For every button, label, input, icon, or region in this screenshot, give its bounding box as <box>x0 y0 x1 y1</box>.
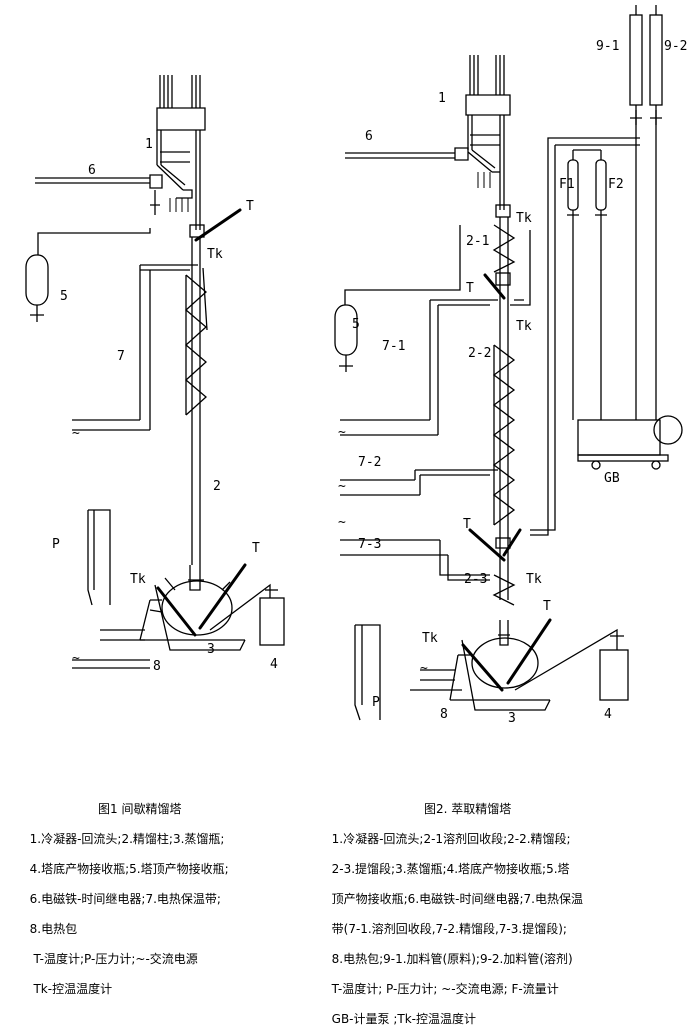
fig2-label-7-2: 7-2 <box>358 455 381 470</box>
fig2-label-7-1: 7-1 <box>382 339 405 354</box>
fig2-thermometer-1 <box>483 273 506 300</box>
fig2-heating-bands <box>340 299 498 581</box>
fig2-label-ac3: ~ <box>338 515 346 530</box>
fig2-label-3: 3 <box>508 711 516 726</box>
fig1-label-6: 6 <box>88 163 96 178</box>
fig1-label-T-bot: T <box>252 541 260 556</box>
fig2-label-9-2: 9-2 <box>664 39 687 54</box>
fig1-caption-line: 4.塔底产物接收瓶;5.塔顶产物接收瓶; <box>29 862 229 876</box>
fig1-caption-line: Tk-控温温度计 <box>29 982 113 996</box>
fig2-caption: 图2. 萃取精馏塔 1.冷凝器-回流头;2-1溶剂回收段;2-2.精馏段; 2-… <box>324 772 694 1027</box>
fig2-condenser <box>454 55 511 210</box>
fig2-feed-tubes <box>629 5 663 420</box>
fig1-thermometer-top <box>194 208 242 242</box>
fig2-label-2-1: 2-1 <box>466 234 489 249</box>
fig1-receiver-4 <box>209 583 285 646</box>
fig2-receiver-5 <box>334 225 461 372</box>
fig1-label-ac2: ~ <box>72 651 80 666</box>
fig1-label-5: 5 <box>60 289 68 304</box>
fig2-label-ac4: ~ <box>420 661 428 676</box>
fig2-pressure-gauge <box>354 624 381 721</box>
fig1-condenser <box>149 75 206 230</box>
fig2-label-F2: F2 <box>608 177 624 192</box>
fig1-receiver-5 <box>25 228 151 322</box>
fig2-label-Tk3: Tk <box>526 572 542 587</box>
fig2-thermometer-2 <box>468 528 506 562</box>
fig1-label-P: P <box>52 537 60 552</box>
fig1-label-4: 4 <box>270 657 278 672</box>
fig1-label-T-top: T <box>246 199 254 214</box>
fig1-label-2: 2 <box>213 479 221 494</box>
fig1-label-7: 7 <box>117 349 125 364</box>
fig1-thermometer-bottom <box>198 563 247 630</box>
fig2-label-5: 5 <box>352 317 360 332</box>
fig2-thermometer-3 <box>506 618 552 685</box>
fig1-caption-line: 6.电磁铁-时间继电器;7.电热保温带; <box>29 892 221 906</box>
fig2-caption-line: 8.电热包;9-1.加料管(原料);9-2.加料管(溶剂) <box>331 952 573 966</box>
fig2-label-T1: T <box>466 281 474 296</box>
fig2-receiver-4 <box>514 628 629 701</box>
fig2-label-2-2: 2-2 <box>468 346 491 361</box>
fig2-label-2-3: 2-3 <box>464 572 487 587</box>
fig1-heating-band <box>72 264 198 431</box>
fig1-apparatus: 1 6 T Tk 5 7 ~ 2 P T Tk ~ 8 3 4 <box>25 75 285 674</box>
fig2-caption-line: 顶产物接收瓶;6.电磁铁-时间继电器;7.电热保温 <box>331 892 583 906</box>
fig2-label-8: 8 <box>440 707 448 722</box>
fig2-caption-title: 图2. 萃取精馏塔 <box>424 802 512 816</box>
fig2-label-ac2: ~ <box>338 479 346 494</box>
fig2-magnet-wire <box>345 152 455 159</box>
fig1-label-Tk-top: Tk <box>207 247 223 262</box>
fig2-label-1: 1 <box>438 91 446 106</box>
fig2-caption-line: GB-计量泵 ;Tk-控温温度计 <box>331 1012 476 1026</box>
fig2-caption-line: T-温度计; P-压力计; ~-交流电源; F-流量计 <box>331 982 559 996</box>
fig1-flask <box>139 565 246 651</box>
fig2-caption-line: 带(7-1.溶剂回收段,7-2.精馏段,7-3.提馏段); <box>331 922 567 936</box>
fig2-label-T3: T <box>543 599 551 614</box>
fig2-label-GB: GB <box>604 471 620 486</box>
fig2-apparatus: 1 6 9-1 9-2 F1 F2 Tk 2-1 T 5 Tk 7-1 2-2 … <box>334 5 687 726</box>
fig2-label-ac1: ~ <box>338 425 346 440</box>
fig1-column <box>185 224 207 565</box>
fig1-caption-line: T-温度计;P-压力计;~-交流电源 <box>29 952 198 966</box>
fig2-label-Tk1: Tk <box>516 211 532 226</box>
fig2-pump <box>577 415 683 470</box>
fig2-label-T2: T <box>463 517 471 532</box>
fig2-caption-line: 2-3.提馏段;3.蒸馏瓶;4.塔底产物接收瓶;5.塔 <box>331 862 570 876</box>
fig1-caption-title: 图1 间歇精馏塔 <box>98 802 182 816</box>
fig2-label-Tk2: Tk <box>516 319 532 334</box>
distillation-diagrams: 1 6 T Tk 5 7 ~ 2 P T Tk ~ 8 3 4 <box>25 5 687 726</box>
fig2-column <box>492 204 516 606</box>
fig1-label-ac1: ~ <box>72 426 80 441</box>
fig1-caption-line: 8.电热包 <box>29 922 78 936</box>
fig1-label-8: 8 <box>153 659 161 674</box>
fig2-label-4: 4 <box>604 707 612 722</box>
fig1-caption: 图1 间歇精馏塔 1.冷凝器-回流头;2.精馏柱;3.蒸馏瓶; 4.塔底产物接收… <box>22 772 322 997</box>
fig2-label-7-3: 7-3 <box>358 537 381 552</box>
fig2-label-9-1: 9-1 <box>596 39 619 54</box>
fig2-caption-line: 1.冷凝器-回流头;2-1溶剂回收段;2-2.精馏段; <box>331 832 571 846</box>
fig1-label-3: 3 <box>207 642 215 657</box>
fig1-magnet-wire <box>35 177 150 184</box>
fig1-caption-line: 1.冷凝器-回流头;2.精馏柱;3.蒸馏瓶; <box>29 832 225 846</box>
fig1-pressure-gauge <box>87 509 111 606</box>
fig2-label-F1: F1 <box>559 177 575 192</box>
fig2-label-Tk4: Tk <box>422 631 438 646</box>
fig1-label-Tk-bot: Tk <box>130 572 146 587</box>
fig2-label-P: P <box>372 695 380 710</box>
fig1-label-1: 1 <box>145 137 153 152</box>
fig2-flowmeters <box>567 149 607 420</box>
fig2-flask <box>449 620 551 711</box>
diagram-page: 1 6 T Tk 5 7 ~ 2 P T Tk ~ 8 3 4 <box>25 5 687 1026</box>
fig2-label-6: 6 <box>365 129 373 144</box>
